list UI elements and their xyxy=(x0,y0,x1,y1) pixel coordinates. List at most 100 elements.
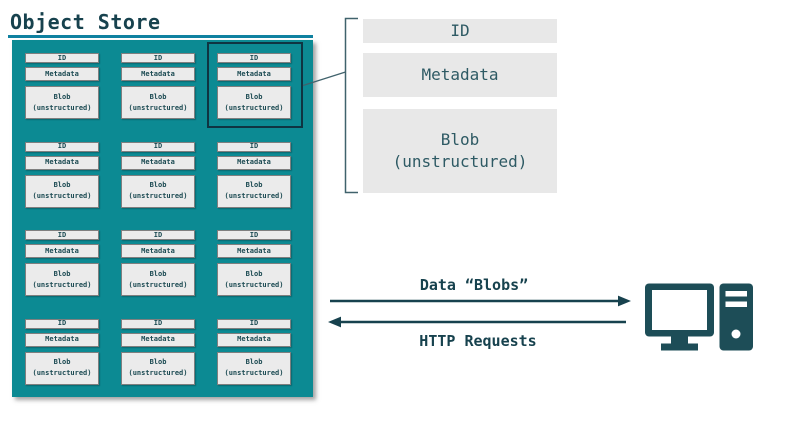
callout-metadata-label: Metadata xyxy=(421,65,499,85)
cell-blob-label-line1: Blob xyxy=(149,181,167,190)
object-grid: ID Metadata Blob (unstructured) ID Metad… xyxy=(12,40,313,397)
object-cell: ID Metadata Blob (unstructured) xyxy=(121,53,195,119)
cell-blob-box: Blob (unstructured) xyxy=(25,86,99,119)
cell-metadata-label: Metadata xyxy=(141,158,175,166)
data-blobs-arrow xyxy=(330,295,631,307)
cell-blob-label-line2: (unstructured) xyxy=(224,280,284,289)
cell-metadata-box: Metadata xyxy=(25,67,99,81)
cell-blob-box: Blob (unstructured) xyxy=(121,263,195,296)
cell-metadata-label: Metadata xyxy=(45,158,79,166)
cell-blob-box: Blob (unstructured) xyxy=(217,86,291,119)
cell-metadata-label: Metadata xyxy=(237,69,271,78)
object-store-panel: ID Metadata Blob (unstructured) ID Metad… xyxy=(12,40,313,397)
object-cell: ID Metadata Blob (unstructured) xyxy=(25,318,99,385)
http-requests-label: HTTP Requests xyxy=(419,332,537,350)
cell-metadata-box: Metadata xyxy=(121,332,195,347)
cell-blob-box: Blob (unstructured) xyxy=(217,263,291,296)
cell-metadata-label: Metadata xyxy=(237,158,271,166)
cell-blob-box: Blob (unstructured) xyxy=(121,351,195,385)
cell-metadata-box: Metadata xyxy=(217,67,291,81)
cell-blob-label-line2: (unstructured) xyxy=(128,369,188,377)
page-title: Object Store xyxy=(10,10,161,34)
cell-id-label: ID xyxy=(249,53,259,62)
cell-id-label: ID xyxy=(153,230,163,239)
cell-id-box: ID xyxy=(121,53,195,63)
cell-blob-label-line2: (unstructured) xyxy=(32,369,92,377)
object-cell: ID Metadata Blob (unstructured) xyxy=(25,230,99,296)
http-requests-arrow xyxy=(328,316,626,328)
cell-id-box: ID xyxy=(121,230,195,240)
cell-blob-box: Blob (unstructured) xyxy=(25,263,99,296)
object-cell: ID Metadata Blob (unstructured) xyxy=(217,53,291,119)
cell-metadata-box: Metadata xyxy=(25,244,99,258)
cell-metadata-label: Metadata xyxy=(141,69,175,78)
cell-id-box: ID xyxy=(25,230,99,240)
cell-metadata-box: Metadata xyxy=(121,155,195,170)
cell-blob-label-line1: Blob xyxy=(245,269,263,278)
cell-id-box: ID xyxy=(217,318,291,329)
computer-icon xyxy=(645,283,753,351)
cell-id-box: ID xyxy=(217,53,291,63)
callout-blob-label-line1: Blob xyxy=(440,130,480,150)
cell-metadata-box: Metadata xyxy=(121,67,195,81)
object-cell: ID Metadata Blob (unstructured) xyxy=(25,53,99,119)
object-cell: ID Metadata Blob (unstructured) xyxy=(121,141,195,208)
callout-metadata-box: Metadata xyxy=(363,53,557,97)
cell-metadata-box: Metadata xyxy=(217,244,291,258)
cell-metadata-box: Metadata xyxy=(25,332,99,347)
cell-metadata-box: Metadata xyxy=(25,155,99,170)
cell-id-label: ID xyxy=(57,142,67,150)
cell-blob-label-line1: Blob xyxy=(53,181,71,190)
cell-metadata-label: Metadata xyxy=(45,69,79,78)
selected-object-frame xyxy=(207,42,303,128)
object-cell: ID Metadata Blob (unstructured) xyxy=(121,230,195,296)
cell-id-label: ID xyxy=(57,53,67,62)
object-cell: ID Metadata Blob (unstructured) xyxy=(217,230,291,296)
cell-blob-label-line1: Blob xyxy=(245,358,263,367)
cell-id-box: ID xyxy=(217,141,291,152)
cell-blob-label-line1: Blob xyxy=(53,92,71,101)
cell-blob-box: Blob (unstructured) xyxy=(121,86,195,119)
object-cell: ID Metadata Blob (unstructured) xyxy=(217,318,291,385)
cell-id-label: ID xyxy=(153,142,163,150)
cell-blob-label-line1: Blob xyxy=(245,181,263,190)
cell-metadata-label: Metadata xyxy=(141,335,175,343)
data-blobs-label: Data “Blobs” xyxy=(419,276,529,294)
cell-blob-label-line2: (unstructured) xyxy=(224,192,284,200)
callout-id-label: ID xyxy=(450,21,470,41)
callout-blob-box: Blob (unstructured) xyxy=(363,109,557,193)
cell-blob-label-line2: (unstructured) xyxy=(224,103,284,112)
cell-blob-box: Blob (unstructured) xyxy=(217,174,291,208)
cell-blob-label-line2: (unstructured) xyxy=(32,103,92,112)
callout-blob-label-line2: (unstructured) xyxy=(392,152,528,171)
cell-blob-label-line1: Blob xyxy=(149,358,167,367)
cell-metadata-label: Metadata xyxy=(237,335,271,343)
cell-id-box: ID xyxy=(121,318,195,329)
cell-blob-label-line2: (unstructured) xyxy=(128,103,188,112)
cell-metadata-label: Metadata xyxy=(141,246,175,255)
cell-id-label: ID xyxy=(249,319,259,327)
cell-blob-box: Blob (unstructured) xyxy=(25,351,99,385)
object-cell: ID Metadata Blob (unstructured) xyxy=(25,141,99,208)
cell-metadata-box: Metadata xyxy=(121,244,195,258)
cell-id-box: ID xyxy=(25,141,99,152)
cell-blob-label-line1: Blob xyxy=(149,92,167,101)
callout-id-box: ID xyxy=(363,19,557,43)
cell-id-box: ID xyxy=(217,230,291,240)
cell-blob-label-line2: (unstructured) xyxy=(128,280,188,289)
cell-blob-label-line1: Blob xyxy=(53,269,71,278)
cell-blob-label-line1: Blob xyxy=(149,269,167,278)
cell-metadata-label: Metadata xyxy=(45,335,79,343)
cell-blob-label-line2: (unstructured) xyxy=(224,369,284,377)
cell-id-label: ID xyxy=(153,53,163,62)
cell-id-box: ID xyxy=(25,318,99,329)
cell-id-box: ID xyxy=(25,53,99,63)
callout-bracket xyxy=(344,17,358,194)
object-cell: ID Metadata Blob (unstructured) xyxy=(121,318,195,385)
cell-id-box: ID xyxy=(121,141,195,152)
cell-id-label: ID xyxy=(57,319,67,327)
object-cell: ID Metadata Blob (unstructured) xyxy=(217,141,291,208)
cell-blob-box: Blob (unstructured) xyxy=(25,174,99,208)
cell-metadata-box: Metadata xyxy=(217,332,291,347)
